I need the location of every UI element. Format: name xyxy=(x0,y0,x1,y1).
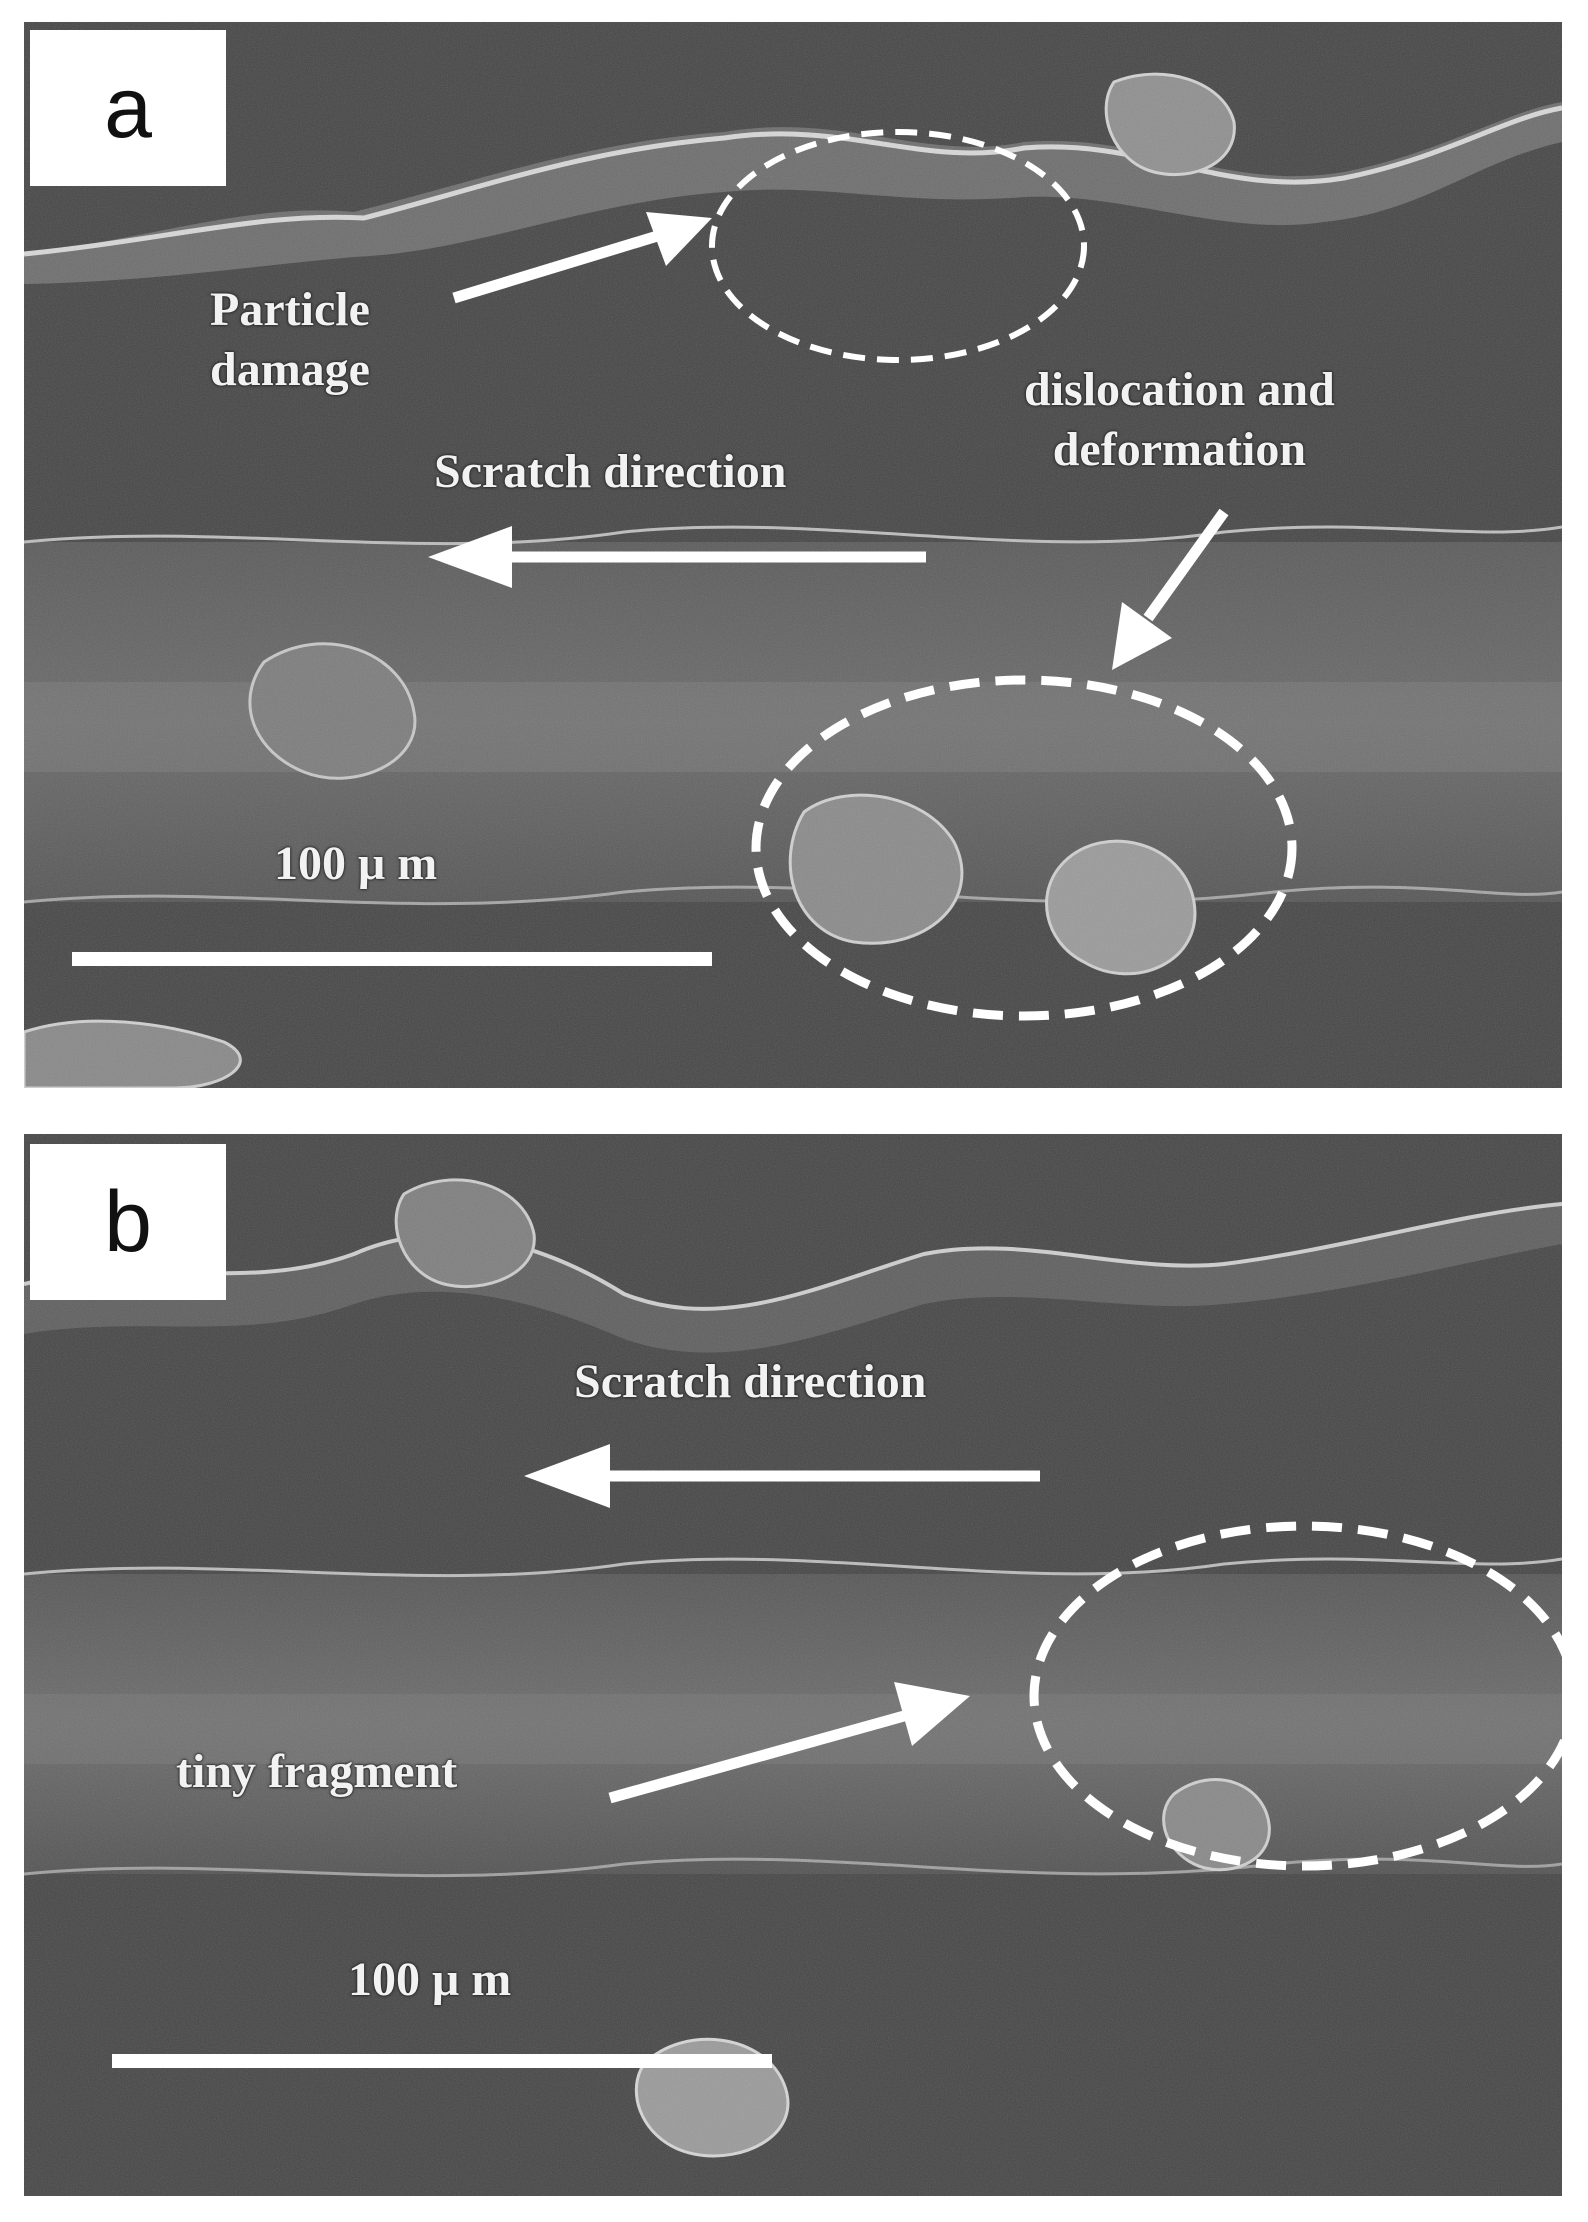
ellipse-tiny-fragment xyxy=(1029,1521,1562,1871)
scratch-direction-label-b: Scratch direction xyxy=(574,1355,927,1408)
dislocation-label: dislocation and deformation xyxy=(1024,360,1335,480)
panel-b-letter: b xyxy=(30,1144,226,1300)
ellipse-particle-damage xyxy=(709,129,1087,363)
scratch-direction-label-a: Scratch direction xyxy=(434,445,787,498)
scale-label-b: 100 μ m xyxy=(348,1953,512,2006)
particle-damage-label: Particle damage xyxy=(210,280,370,400)
sem-panel-a: a Particle damage dislocation and deform… xyxy=(24,22,1562,1088)
dislocation-line1: dislocation and xyxy=(1024,363,1335,416)
tiny-fragment-label: tiny fragment xyxy=(176,1745,458,1798)
panel-a-letter: a xyxy=(30,30,226,186)
sem-panel-b: b Scratch direction tiny fragment 100 μ … xyxy=(24,1134,1562,2196)
sem-image-b xyxy=(24,1134,1562,2196)
scale-bar-b xyxy=(112,2054,772,2068)
dislocation-line2: deformation xyxy=(1052,423,1307,476)
sem-image-a xyxy=(24,22,1562,1088)
particle-damage-line2: damage xyxy=(210,343,370,396)
scale-label-a: 100 μ m xyxy=(274,837,438,890)
ellipse-deformation xyxy=(751,675,1297,1021)
scale-bar-a xyxy=(72,952,712,966)
particle-damage-line1: Particle xyxy=(210,283,370,336)
